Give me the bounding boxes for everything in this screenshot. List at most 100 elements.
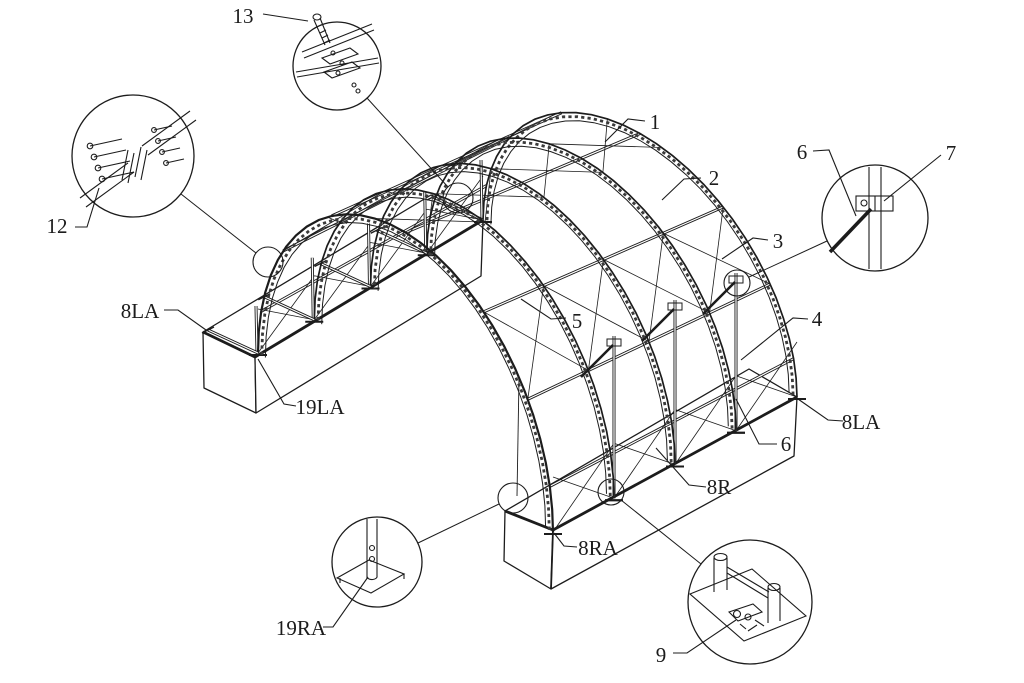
truss-outer-chord-1: [313, 187, 615, 499]
part-label-19RA: 19RA: [276, 616, 327, 640]
truss-outer-chord-2: [369, 162, 676, 465]
leader-line-7: [883, 154, 942, 202]
right-container-corner-edge: [550, 529, 554, 590]
truss-inner-chord-3: [434, 145, 729, 427]
cross-brace: [549, 143, 662, 148]
leader-line-4: [740, 317, 809, 361]
truss-outer-chord-4: [482, 111, 798, 398]
part-label-1: 1: [650, 110, 661, 134]
arch-tail-core: [432, 196, 484, 221]
detail-connector-line: [620, 499, 702, 565]
bolt-icon: [312, 13, 331, 46]
part-label-5: 5: [572, 309, 583, 333]
part-label-7: 7: [946, 141, 957, 165]
truss-inner-chord-4: [490, 120, 790, 393]
eave-brace: [552, 476, 615, 499]
part-label-6-upper: 6: [797, 140, 808, 164]
part-label-4: 4: [812, 307, 823, 331]
detail-9-content: [688, 552, 808, 642]
part-label-19LA: 19LA: [296, 395, 346, 419]
leader-line-13: [262, 13, 309, 22]
part-label-6-lower: 6: [781, 432, 792, 456]
cross-brace: [483, 311, 589, 371]
leader-line-8LA-right: [797, 398, 844, 422]
detail-13-content: [295, 23, 380, 94]
part-label-8RA: 8RA: [578, 536, 619, 560]
left-post-core: [367, 223, 371, 287]
detail-6-7-content: [828, 167, 894, 269]
detail-marker-circle: [252, 246, 284, 278]
cross-brace: [527, 285, 544, 400]
detail-connector-line: [417, 503, 500, 544]
part-label-13: 13: [233, 4, 254, 28]
left-post-core: [311, 257, 314, 320]
eave-brace: [735, 375, 798, 398]
cross-brace: [339, 164, 443, 223]
tail-plate: [201, 326, 215, 334]
leader-line-19LA: [257, 358, 297, 407]
cross-brace: [327, 216, 341, 223]
diagonal-brace: [580, 344, 614, 378]
cross-brace: [587, 259, 604, 371]
detail-connector-line: [180, 193, 257, 254]
diagonal-brace: [641, 308, 675, 342]
left-post-core: [255, 305, 258, 354]
truss-inner-chord-2: [377, 171, 668, 461]
cross-brace: [283, 190, 385, 252]
support-posts: [249, 159, 745, 502]
left-post-core: [480, 159, 483, 221]
detail-connector-line: [366, 97, 449, 188]
leader-line-8R: [655, 447, 707, 488]
post-clamp-brace-detail: [821, 164, 929, 272]
truss-web-0: [260, 216, 551, 530]
detail-marker-circle: [597, 478, 625, 506]
left-post-core: [424, 191, 427, 254]
eave-brace: [674, 409, 737, 432]
leader-line-3: [721, 237, 769, 260]
arched-truss-structure: [201, 111, 806, 535]
hanger-rod: [516, 377, 520, 497]
detail-marker-circle: [442, 182, 474, 214]
post-clamp: [667, 302, 683, 311]
detail-marker-circle: [723, 269, 751, 297]
truss-inner-chord-0: [264, 221, 547, 528]
leader-line-8RA: [553, 532, 578, 548]
part-label-9: 9: [656, 643, 667, 667]
arch-tail-core: [376, 229, 428, 254]
detail-connector-line: [748, 240, 828, 278]
cross-brace: [603, 259, 710, 314]
leader-line-6-lower: [735, 398, 777, 445]
part-label-8LA-right: 8LA: [842, 410, 881, 434]
eave-brace: [613, 442, 676, 465]
leader-line-5: [520, 298, 567, 320]
arch-tail-core: [207, 329, 259, 354]
anchor-ratchet-detail: [687, 539, 813, 665]
detail-circle-contents: [79, 13, 894, 642]
leader-line-2: [661, 177, 702, 201]
right-container: [503, 368, 798, 590]
leader-line-1: [604, 118, 646, 143]
part-label-8R: 8R: [707, 475, 732, 499]
container-bases: [202, 194, 798, 590]
part-label-3: 3: [773, 229, 784, 253]
part-label-2: 2: [709, 166, 720, 190]
leader-line-9: [673, 619, 737, 654]
truss-outer-chord-0: [256, 213, 555, 533]
leader-line-19RA: [323, 576, 369, 628]
truss-inner-chord-1: [321, 196, 607, 494]
detail-marker-circle: [497, 482, 529, 514]
leader-line-6-upper: [812, 149, 857, 217]
cross-brace: [491, 168, 603, 173]
arch-tail-core: [263, 296, 315, 321]
leader-line-8LA-left: [164, 309, 207, 331]
truss-arches: [201, 111, 806, 535]
cross-brace: [648, 233, 664, 342]
post-clamp: [728, 275, 744, 284]
left-container-top-edge: [202, 218, 484, 359]
truss-web-4: [485, 115, 795, 395]
cross-brace: [432, 193, 544, 198]
part-label-8LA-left: 8LA: [121, 299, 160, 323]
